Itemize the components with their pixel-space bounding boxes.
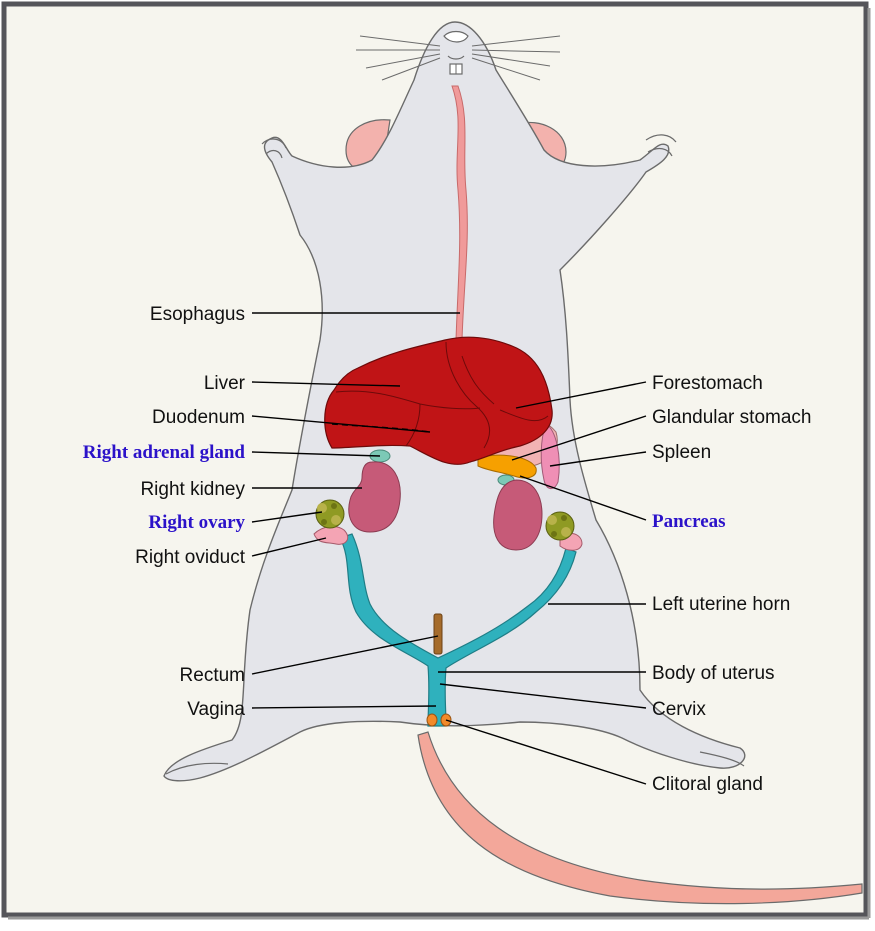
label-cervix: Cervix bbox=[652, 699, 706, 720]
label-liver: Liver bbox=[204, 373, 246, 394]
left-kidney bbox=[494, 480, 542, 550]
rectum bbox=[434, 614, 442, 654]
label-glandular-stomach: Glandular stomach bbox=[652, 407, 811, 428]
right-ovary bbox=[316, 500, 344, 528]
label-right-ovary: Right ovary bbox=[148, 512, 245, 533]
label-rectum: Rectum bbox=[180, 665, 245, 686]
label-vagina: Vagina bbox=[187, 699, 245, 720]
label-right-kidney: Right kidney bbox=[140, 479, 245, 500]
label-left-uterine-horn: Left uterine horn bbox=[652, 594, 790, 615]
label-body-of-uterus: Body of uterus bbox=[652, 663, 775, 684]
label-clitoral-gland: Clitoral gland bbox=[652, 774, 763, 795]
label-forestomach: Forestomach bbox=[652, 373, 763, 394]
label-esophagus: Esophagus bbox=[150, 304, 245, 325]
label-spleen: Spleen bbox=[652, 442, 711, 463]
label-right-oviduct: Right oviduct bbox=[135, 547, 246, 568]
clitoral-gland-left bbox=[427, 714, 437, 726]
label-pancreas: Pancreas bbox=[652, 511, 726, 532]
left-ovary bbox=[546, 512, 574, 540]
label-right-adrenal-gland: Right adrenal gland bbox=[83, 442, 246, 463]
label-duodenum: Duodenum bbox=[152, 407, 245, 428]
